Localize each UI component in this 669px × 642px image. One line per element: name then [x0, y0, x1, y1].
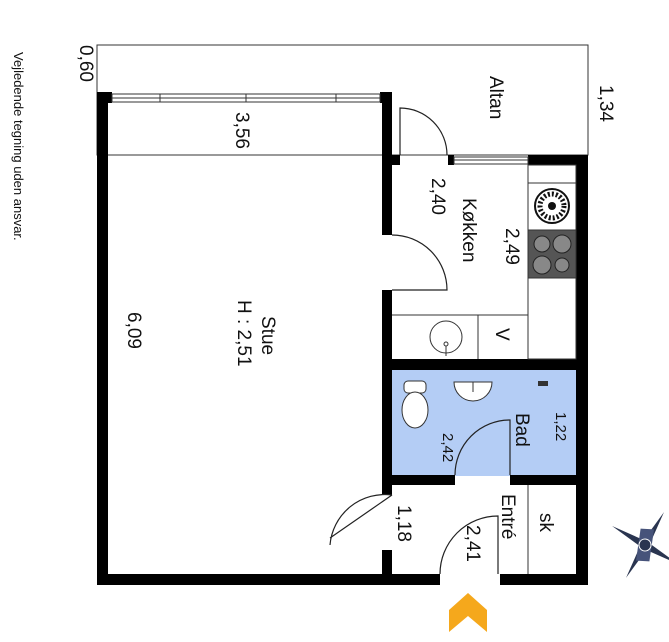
- skab-label: sk: [535, 513, 556, 533]
- shower-icon: [538, 381, 548, 386]
- stue-dim-a: 3,56: [231, 112, 252, 149]
- altan-dim-a: 0,60: [75, 45, 96, 82]
- stue-height: H : 2,51: [233, 300, 254, 367]
- stue-label: Stue: [257, 316, 278, 355]
- entrance-arrow-icon: [449, 593, 487, 632]
- fan-icon: [534, 188, 570, 224]
- compass-rose-icon: [612, 512, 669, 578]
- entre-dim-b: 2,41: [462, 525, 483, 562]
- altan-label: Altan: [485, 76, 506, 119]
- window-stue: [111, 93, 381, 103]
- doors: [329, 107, 511, 575]
- stue-dim-b: 6,09: [123, 312, 144, 349]
- altan-dim-b: 1,34: [595, 85, 616, 122]
- entre-label: Entré: [497, 494, 518, 539]
- walls: [97, 92, 588, 585]
- bad-dim-b: 2,42: [439, 433, 456, 462]
- bad-label: Bad: [511, 413, 532, 447]
- disclaimer: Vejledende tegning uden ansvar.: [11, 52, 26, 241]
- kokken-dim-b: 2,49: [501, 228, 522, 265]
- bad-dim-a: 1,22: [552, 412, 569, 441]
- sink-icon: [429, 320, 463, 356]
- toilet-icon: [401, 380, 429, 429]
- entre-dim-a: 1,18: [393, 505, 414, 542]
- vask-label: V: [491, 328, 512, 341]
- kokken-dim-a: 2,40: [427, 178, 448, 215]
- washbasin-icon: [453, 381, 493, 402]
- kokken-label: Køkken: [458, 198, 479, 262]
- window-kokken: [453, 156, 529, 165]
